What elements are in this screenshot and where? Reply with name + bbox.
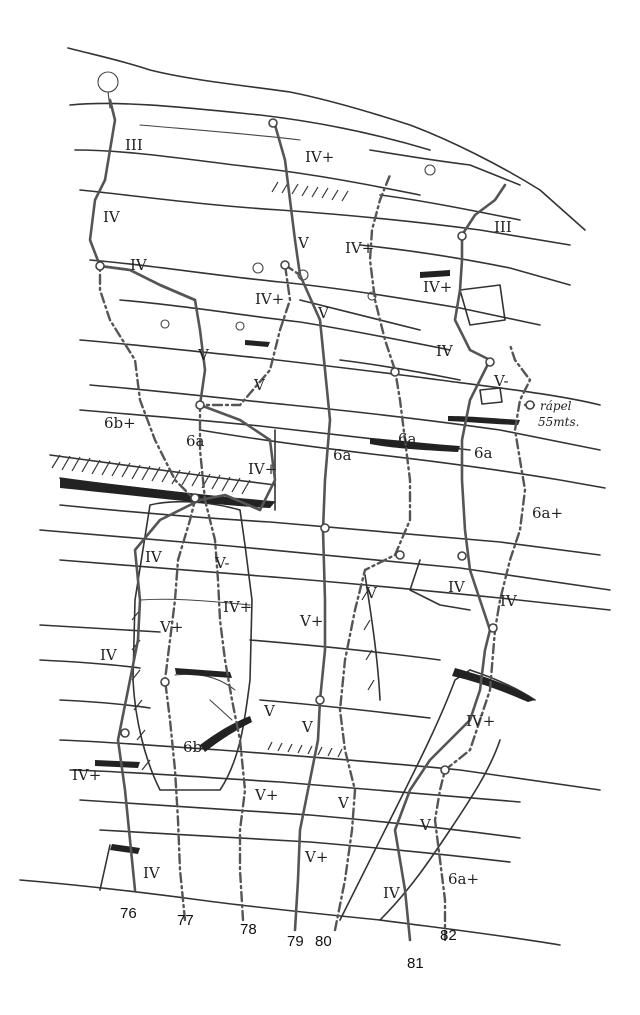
grade-label: 6a+	[448, 870, 479, 888]
grade-label: IV	[100, 646, 118, 664]
rappel-note: rápel 55mts.	[538, 399, 579, 429]
grade-label: V	[197, 346, 210, 364]
route-number-81: 81	[407, 955, 424, 972]
grade-label: 6a	[474, 444, 493, 462]
grade-labels: III IV IV IV+ V IV+ III IV+ V IV+ V IV V…	[72, 136, 563, 902]
grade-label: IV+	[248, 460, 277, 478]
grade-label: IV	[448, 578, 466, 596]
grade-label: V	[253, 376, 266, 394]
route-number-80: 80	[315, 933, 332, 950]
route-82-line	[433, 343, 532, 942]
rappel-length: 55mts.	[538, 415, 579, 429]
route-79-line	[273, 123, 332, 932]
grade-label: IV	[130, 256, 148, 274]
rappel-label: rápel	[540, 399, 572, 413]
rock-outline	[19, 47, 611, 946]
route-lines	[88, 98, 537, 942]
grade-label: IV	[145, 548, 163, 566]
grade-label: V	[301, 718, 314, 736]
grade-label: 6a+	[532, 504, 563, 522]
grade-label: 6b+	[104, 414, 136, 432]
grade-label: V-	[493, 372, 509, 390]
route-number-77: 77	[177, 912, 194, 929]
grade-label: 6b	[183, 738, 202, 756]
grade-label: IV	[500, 592, 518, 610]
rock-shading	[60, 270, 535, 854]
route-number-78: 78	[240, 921, 257, 938]
grade-label: V+	[254, 786, 278, 804]
route-81-line	[393, 183, 507, 942]
grade-label: IV	[103, 208, 121, 226]
grade-label: V-	[214, 554, 230, 572]
grade-label: V+	[299, 612, 323, 630]
grade-label: V	[337, 794, 350, 812]
grade-label: IV+	[466, 712, 495, 730]
route-numbers: 76 77 78 79 80 81 82	[120, 905, 457, 972]
grade-label: V	[263, 702, 276, 720]
route-80-line	[333, 173, 412, 932]
route-number-82: 82	[440, 927, 457, 944]
route-76-line	[88, 98, 277, 892]
grade-label: IV+	[223, 598, 252, 616]
belay-stations	[95, 118, 535, 775]
grade-label: 6a	[398, 430, 417, 448]
grade-label: V	[365, 584, 378, 602]
grade-label: 6a	[333, 446, 352, 464]
route-77-line	[98, 264, 197, 922]
grade-label: V+	[159, 618, 183, 636]
grade-label: III	[125, 136, 143, 154]
grade-label: V+	[304, 848, 328, 866]
grade-label: IV	[143, 864, 161, 882]
grade-label: V	[297, 234, 310, 252]
grade-label: 6a	[186, 432, 205, 450]
grade-label: V	[419, 816, 432, 834]
grade-label: IV+	[345, 239, 374, 257]
grade-label: IV	[436, 342, 454, 360]
route-number-79: 79	[287, 933, 304, 950]
grade-label: IV	[383, 884, 401, 902]
grade-label: IV+	[423, 278, 452, 296]
route-number-76: 76	[120, 905, 137, 922]
grade-label: V	[317, 304, 330, 322]
route-78-line	[198, 263, 292, 922]
grade-label: IV+	[72, 766, 101, 784]
grade-label: IV+	[305, 148, 334, 166]
grade-label: IV+	[255, 290, 284, 308]
grade-label: III	[494, 218, 512, 236]
